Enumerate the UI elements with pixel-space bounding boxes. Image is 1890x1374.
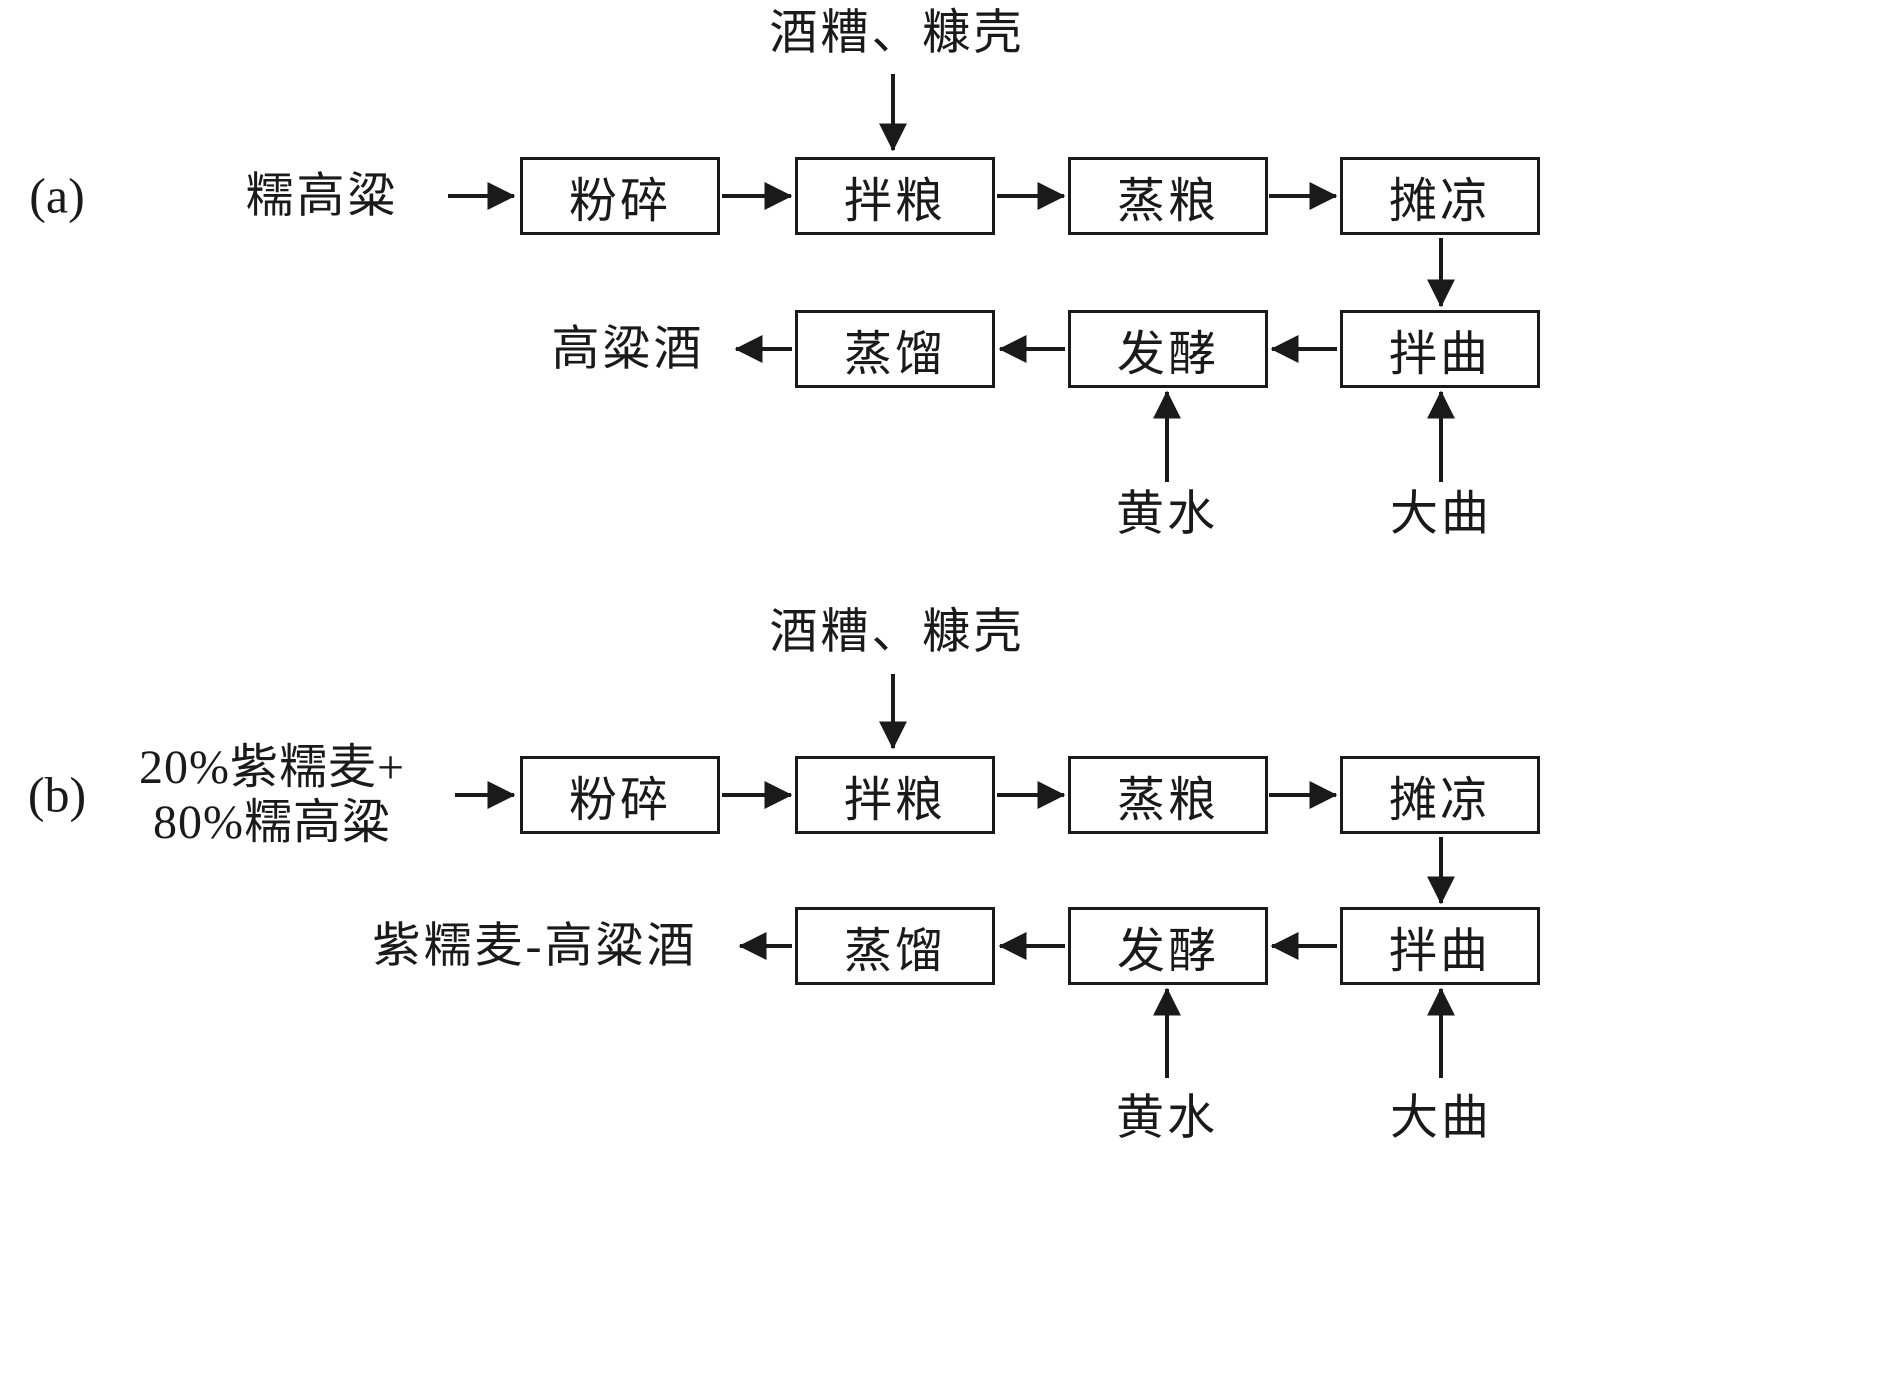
box-b-spread-cool: 摊凉 bbox=[1340, 756, 1540, 834]
box-a-crush: 粉碎 bbox=[520, 157, 720, 235]
diagram-a-daqu-label: 大曲 bbox=[1389, 487, 1493, 541]
box-a-steam-grain: 蒸粮 bbox=[1068, 157, 1268, 235]
box-b-distill: 蒸馏 bbox=[795, 907, 995, 985]
diagram-b-product-label: 紫糯麦-高粱酒 bbox=[372, 919, 698, 973]
box-b-crush: 粉碎 bbox=[520, 756, 720, 834]
diagram-b-daqu-label: 大曲 bbox=[1389, 1091, 1493, 1145]
box-a-mix-grain: 拌粮 bbox=[795, 157, 995, 235]
diagram-b-raw-material-label: 20%紫糯麦+ 80%糯高粱 bbox=[139, 740, 405, 850]
box-a-distill: 蒸馏 bbox=[795, 310, 995, 388]
diagram-a-raw-material-label: 糯高粱 bbox=[245, 169, 399, 223]
diagram-a-yellow-water-label: 黄水 bbox=[1115, 487, 1219, 541]
box-b-mix-qu: 拌曲 bbox=[1340, 907, 1540, 985]
diagram-b-raw-material-line2: 80%糯高粱 bbox=[153, 796, 391, 849]
diagram-a-byproduct-input-label: 酒糟、糠壳 bbox=[769, 6, 1025, 60]
box-b-ferment: 发酵 bbox=[1068, 907, 1268, 985]
box-a-spread-cool: 摊凉 bbox=[1340, 157, 1540, 235]
box-b-mix-grain: 拌粮 bbox=[795, 756, 995, 834]
box-a-mix-qu: 拌曲 bbox=[1340, 310, 1540, 388]
diagram-b-byproduct-input-label: 酒糟、糠壳 bbox=[769, 605, 1025, 659]
diagram-a-panel-label: (a) bbox=[29, 167, 85, 224]
diagram-b-yellow-water-label: 黄水 bbox=[1115, 1091, 1219, 1145]
diagram-a-product-label: 高粱酒 bbox=[551, 322, 705, 376]
diagram-b-raw-material-line1: 20%紫糯麦+ bbox=[138, 740, 406, 794]
box-a-ferment: 发酵 bbox=[1068, 310, 1268, 388]
box-b-steam-grain: 蒸粮 bbox=[1068, 756, 1268, 834]
diagram-b-panel-label: (b) bbox=[27, 766, 87, 823]
